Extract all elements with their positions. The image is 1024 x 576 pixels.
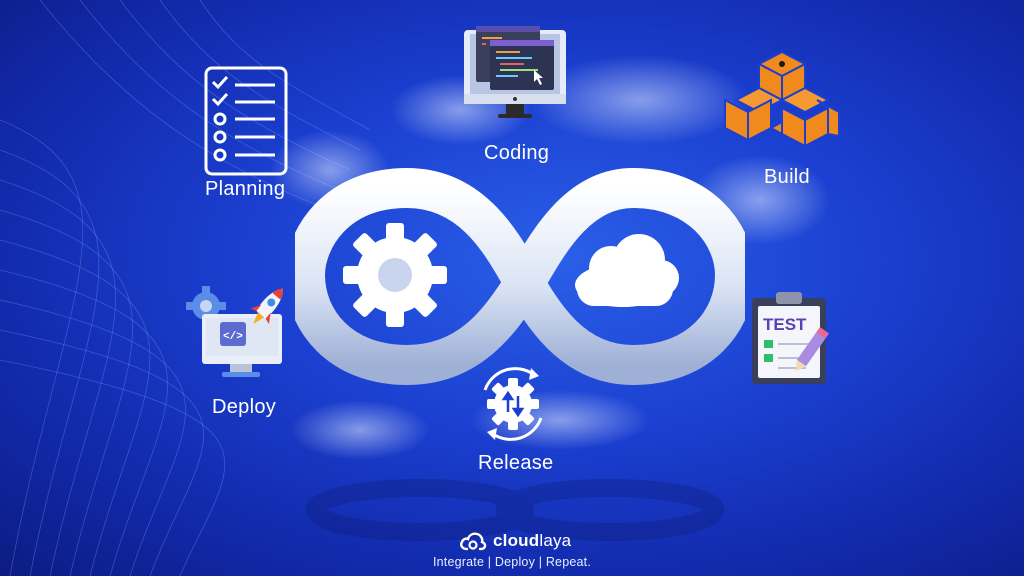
stage-label-planning: Planning [205,178,286,200]
checklist-icon [204,66,288,176]
stage-label-build: Build [764,166,810,188]
cloud-logo-icon [460,532,487,551]
gear-icon [343,223,447,327]
brand-logo: cloudlaya [459,531,571,551]
stage-label-deploy: Deploy [212,396,277,418]
cloud-icon [575,234,679,307]
stage-label-release: Release [478,452,554,474]
stage-label-coding: Coding [484,142,550,164]
deploy-rocket-monitor-icon: </> [186,286,283,377]
brand-name: cloudlaya [493,531,572,550]
brand-tagline: Integrate | Deploy | Repeat. [432,555,592,569]
svg-text:</>: </> [223,331,243,343]
test-badge-text: TEST [763,315,807,334]
gear-cycle-icon [483,367,543,441]
test-clipboard-icon: TEST [752,292,829,384]
code-monitor-icon [464,26,566,118]
stacked-boxes-icon [724,50,840,148]
infinity-loop-icon [295,168,745,385]
